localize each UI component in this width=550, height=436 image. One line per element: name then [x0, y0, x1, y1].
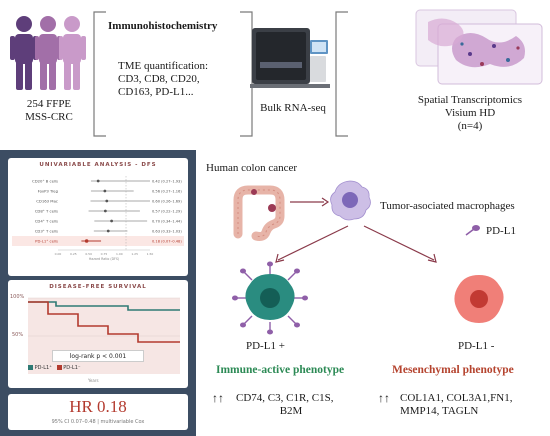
km-legend: PD-L1⁺ PD-L1⁻ — [28, 365, 178, 371]
ihc-title: Immunohistochemistry — [108, 20, 218, 32]
macrophage-icon — [330, 180, 371, 221]
forest-row-label: CD20⁺ B cells — [32, 178, 58, 183]
forest-row-label: PD-L1⁺ cells — [35, 238, 58, 243]
pdl1-positive-label: PD-L1 + — [246, 340, 285, 352]
forest-point — [96, 179, 100, 183]
cohort-line-2: MSS-CRC — [25, 111, 73, 123]
forest-row-value: 0.56 (0.27–1.16) — [152, 189, 182, 193]
forest-row-label: CD8⁺ T cells — [35, 208, 58, 213]
univariable-card: UNIVARIABLE ANALYSIS - DFS CD20⁺ B cells… — [8, 158, 188, 276]
km-legend-swatch-neg — [56, 365, 62, 370]
km-curve-pos — [28, 301, 180, 311]
forest-point — [110, 219, 113, 223]
survival-title: DISEASE-FREE SURVIVAL — [49, 284, 147, 290]
km-pvalue: log-rank p < 0.001 — [52, 350, 144, 362]
hr-subtitle: 95% CI 0.07–0.48 | multivariable Cox — [51, 419, 145, 425]
mesen-genes: COL1A1, COL3A1,FN1, MMP14, TAGLN — [400, 392, 550, 418]
km-y-mid: 50% — [12, 332, 24, 338]
diverging-arrows — [275, 225, 437, 263]
immune-genes-line-2: B2M — [279, 405, 303, 417]
forest-tick-label: 0.50 — [85, 252, 92, 256]
pdl1-negative-macrophage-icon — [454, 275, 504, 323]
forest-row-value: 0.18 (0.07–0.48) — [152, 239, 182, 243]
km-legend-pos: PD-L1⁺ — [34, 365, 52, 371]
forest-point — [103, 189, 107, 193]
spatial-label: Spatial Transcriptomics Visium HD (n=4) — [392, 94, 548, 133]
sequencer-icon — [250, 28, 330, 88]
ihc-block: Immunohistochemistry — [108, 20, 228, 32]
colon-cancer-title: Human colon cancer — [206, 162, 298, 174]
tam-label: Tumor-asociated macrophages — [380, 200, 515, 212]
bracket-left-2 — [335, 11, 348, 137]
immune-genes: CD74, C3, C1R, C1S, B2M — [236, 392, 376, 418]
forest-row-label: CD163 Mac — [36, 198, 58, 203]
bulk-rnaseq-label: Bulk RNA-seq — [260, 102, 326, 114]
forest-plot: CD20⁺ B cells 0.42 (0.27–1.93) FoxP3 Treg 0… — [12, 176, 184, 261]
ihc-line-2: CD3, CD8, CD20, — [118, 73, 200, 85]
bracket-left-1 — [93, 11, 106, 137]
arrow-to-tam — [290, 197, 330, 207]
forest-row-value: 0.60 (0.26–1.69) — [152, 199, 182, 203]
hr-card: HR 0.18 95% CI 0.07–0.48 | multivariable… — [8, 394, 188, 430]
ihc-details: TME quantification: CD3, CD8, CD20, CD16… — [118, 60, 238, 99]
km-legend-swatch-pos — [28, 365, 33, 370]
immune-genes-line-1: CD74, C3, C1R, C1S, — [236, 392, 334, 404]
forest-axis-label: Hazard Ratio (DFS) — [89, 257, 119, 261]
km-plot — [28, 297, 180, 374]
results-panel: UNIVARIABLE ANALYSIS - DFS CD20⁺ B cells… — [0, 150, 196, 436]
forest-row-value: 0.42 (0.27–1.93) — [152, 179, 182, 183]
forest-row-label: CD3⁺ T cells — [35, 228, 58, 233]
patients-icon — [10, 16, 86, 90]
workflow-band: 254 FFPE MSS-CRC Immunohistochemistry TM… — [0, 0, 550, 150]
spatial-line-2: Visium HD — [444, 107, 496, 119]
forest-row-label: CD4⁺ T cells — [35, 218, 58, 223]
spatial-line-1: Spatial Transcriptomics — [417, 94, 523, 106]
forest-point — [103, 209, 107, 213]
pdl1-key-icon — [465, 225, 480, 236]
forest-point — [84, 239, 89, 243]
immune-up-arrows: ↑↑ — [212, 391, 224, 405]
km-x-label: Years — [88, 378, 99, 383]
forest-tick-label: 1.50 — [147, 252, 154, 256]
mesenchymal-phenotype-title: Mesenchymal phenotype — [392, 364, 514, 376]
km-curve-neg — [28, 301, 180, 343]
km-y-top: 100% — [10, 294, 25, 300]
forest-tick-label: 1.25 — [131, 252, 138, 256]
immune-phenotype-title: Immune-active phenotype — [216, 364, 345, 376]
mesen-genes-line-2: MMP14, TAGLN — [400, 405, 479, 417]
hr-value: HR 0.18 — [69, 397, 127, 416]
pdl1-positive-macrophage-icon — [232, 261, 308, 335]
forest-tick-label: 1.00 — [116, 252, 123, 256]
forest-tick-label: 0.25 — [70, 252, 77, 256]
univariable-title: UNIVARIABLE ANALYSIS - DFS — [39, 162, 157, 168]
forest-tick-label: 0.75 — [101, 252, 108, 256]
forest-point — [105, 199, 109, 203]
mesen-genes-line-1: COL1A1, COL3A1,FN1, — [400, 392, 513, 404]
ihc-line-1: TME quantification: — [118, 60, 209, 72]
cohort-line-1: 254 FFPE — [26, 98, 72, 110]
spatial-line-3: (n=4) — [457, 120, 483, 132]
forest-point — [106, 229, 110, 233]
forest-row-value: 0.70 (0.34–1.44) — [152, 219, 182, 223]
ihc-line-3: CD163, PD-L1... — [118, 86, 194, 98]
pdl1-negative-label: PD-L1 - — [458, 340, 495, 352]
survival-card: DISEASE-FREE SURVIVAL 100% 50% log-rank … — [8, 280, 188, 388]
mesen-up-arrows: ↑↑ — [378, 391, 390, 405]
pdl1-key-label: PD-L1 — [486, 225, 516, 237]
colon-icon — [233, 185, 285, 241]
forest-tick-label: 0.00 — [55, 252, 62, 256]
forest-row-value: 0.63 (0.33–1.03) — [152, 229, 182, 233]
forest-row-value: 0.57 (0.22–1.29) — [152, 209, 182, 213]
biology-panel: Human colon cancer Tumor-asociated macro… — [196, 150, 550, 436]
km-legend-neg: PD-L1⁻ — [63, 365, 81, 371]
forest-row-label: FoxP3 Treg — [38, 188, 59, 193]
spatial-tissue-icon — [415, 9, 543, 85]
cohort-label: 254 FFPE MSS-CRC — [6, 98, 92, 124]
